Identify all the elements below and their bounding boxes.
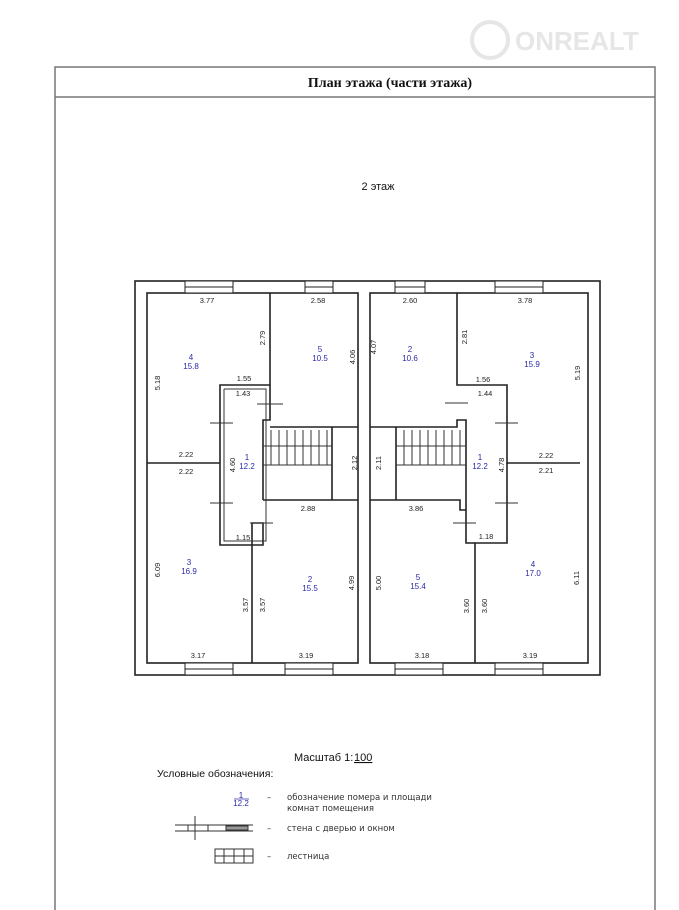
dimension: 5.19 [573, 366, 582, 381]
dimension: 2.81 [460, 330, 469, 345]
left-staircase [263, 430, 332, 466]
room-area: 12.2 [239, 462, 255, 471]
dimension: 3.86 [409, 504, 424, 513]
dimension: 4.60 [228, 458, 237, 473]
dimension: 1.55 [237, 374, 252, 383]
building-outline [134, 280, 601, 676]
left-dimensions: 3.77 2.58 2.79 4.06 5.18 1.55 1.43 2.22 … [153, 296, 359, 660]
svg-text:Масштаб 1:: Масштаб 1: [294, 752, 353, 764]
dimension: 3.17 [191, 651, 206, 660]
dimension: 2.12 [350, 456, 359, 471]
dimension: 2.22 [179, 450, 194, 459]
dimension: 3.77 [200, 296, 215, 305]
svg-text:1: 1 [239, 791, 244, 800]
dimension: 1.44 [478, 389, 493, 398]
room-number: 3 [187, 558, 192, 567]
dimension: 3.57 [258, 598, 267, 613]
svg-text:–: – [267, 824, 271, 834]
room-number: 4 [189, 353, 194, 362]
dimension: 2.79 [258, 331, 267, 346]
svg-text:100: 100 [354, 752, 372, 764]
dimension: 5.18 [153, 376, 162, 391]
dimension: 3.57 [241, 598, 250, 613]
dimension: 2.21 [539, 466, 554, 475]
dimension: 2.88 [301, 504, 316, 513]
dimension: 4.06 [348, 350, 357, 365]
room-number: 1 [478, 453, 483, 462]
room-area: 17.0 [525, 569, 541, 578]
floor-label: 2 этаж [362, 181, 396, 193]
svg-text:12.2: 12.2 [233, 799, 249, 808]
dimension: 3.78 [518, 296, 533, 305]
scale-label: Масштаб 1: 100 [294, 752, 372, 764]
dimension: 1.43 [236, 389, 251, 398]
dimension: 3.60 [462, 599, 471, 614]
staircase-icon [214, 848, 254, 864]
right-unit-walls [370, 293, 580, 663]
room-area: 15.4 [410, 582, 426, 591]
svg-text:стена с дверью и окном: стена с дверью и окном [287, 824, 395, 834]
dimension: 1.18 [479, 532, 494, 541]
dimension: 4.07 [369, 340, 378, 355]
dimension: 4.99 [347, 576, 356, 591]
svg-text:лестница: лестница [287, 852, 329, 862]
dimension: 1.56 [476, 375, 491, 384]
room-number: 3 [530, 351, 535, 360]
room-number: 4 [531, 560, 536, 569]
dimension: 2.22 [179, 467, 194, 476]
room-area: 10.6 [402, 354, 418, 363]
page-frame [54, 66, 656, 910]
dimension: 6.11 [572, 571, 581, 585]
watermark-logo: ONREALT [470, 20, 639, 60]
dimension: 4.78 [497, 458, 506, 473]
room-area: 15.9 [524, 360, 540, 369]
dimension: 3.18 [415, 651, 430, 660]
right-dimensions: 2.60 3.78 4.07 2.81 5.19 1.56 1.44 2.11 … [369, 296, 582, 660]
right-doors [445, 402, 518, 524]
dimension: 2.22 [539, 451, 554, 460]
dimension: 6.09 [153, 563, 162, 578]
dimension: 2.60 [403, 296, 418, 305]
room-area: 15.5 [302, 584, 318, 593]
left-doors [210, 403, 283, 524]
room-area: 16.9 [181, 567, 197, 576]
room-area: 15.8 [183, 362, 199, 371]
left-room-labels: 4 15.8 5 10.5 1 12.2 3 16.9 2 15.5 [181, 345, 328, 593]
dimension: 3.19 [299, 651, 314, 660]
legend-title: Условные обозначения: [157, 768, 273, 780]
dimension: 5.00 [374, 576, 383, 591]
room-area: 10.5 [312, 354, 328, 363]
dimension: 2.58 [311, 296, 326, 305]
right-staircase [396, 430, 466, 466]
left-unit-walls [147, 293, 358, 663]
room-area: 12.2 [472, 462, 488, 471]
svg-text:–: – [267, 852, 271, 862]
room-number: 5 [416, 573, 421, 582]
page-title: План этажа (части этажа) [308, 76, 473, 91]
room-number: 2 [408, 345, 413, 354]
dimension: 1.15 [236, 533, 251, 542]
right-room-labels: 2 10.6 3 15.9 1 12.2 5 15.4 4 17.0 [402, 345, 541, 591]
legend: Условные обозначения: 1 12.2 – обозначен… [157, 768, 432, 864]
watermark-text: ONREALT [515, 26, 639, 56]
svg-text:комнат помещения: комнат помещения [287, 804, 374, 814]
dimension: 3.19 [523, 651, 538, 660]
dimension: 2.11 [374, 456, 383, 470]
svg-text:–: – [267, 793, 271, 803]
wall-door-window-icon [175, 816, 253, 840]
dimension: 3.60 [480, 599, 489, 614]
room-number: 2 [308, 575, 313, 584]
room-number: 1 [245, 453, 250, 462]
room-number: 5 [318, 345, 323, 354]
svg-text:обозначение помера и площади: обозначение помера и площади [287, 793, 432, 803]
